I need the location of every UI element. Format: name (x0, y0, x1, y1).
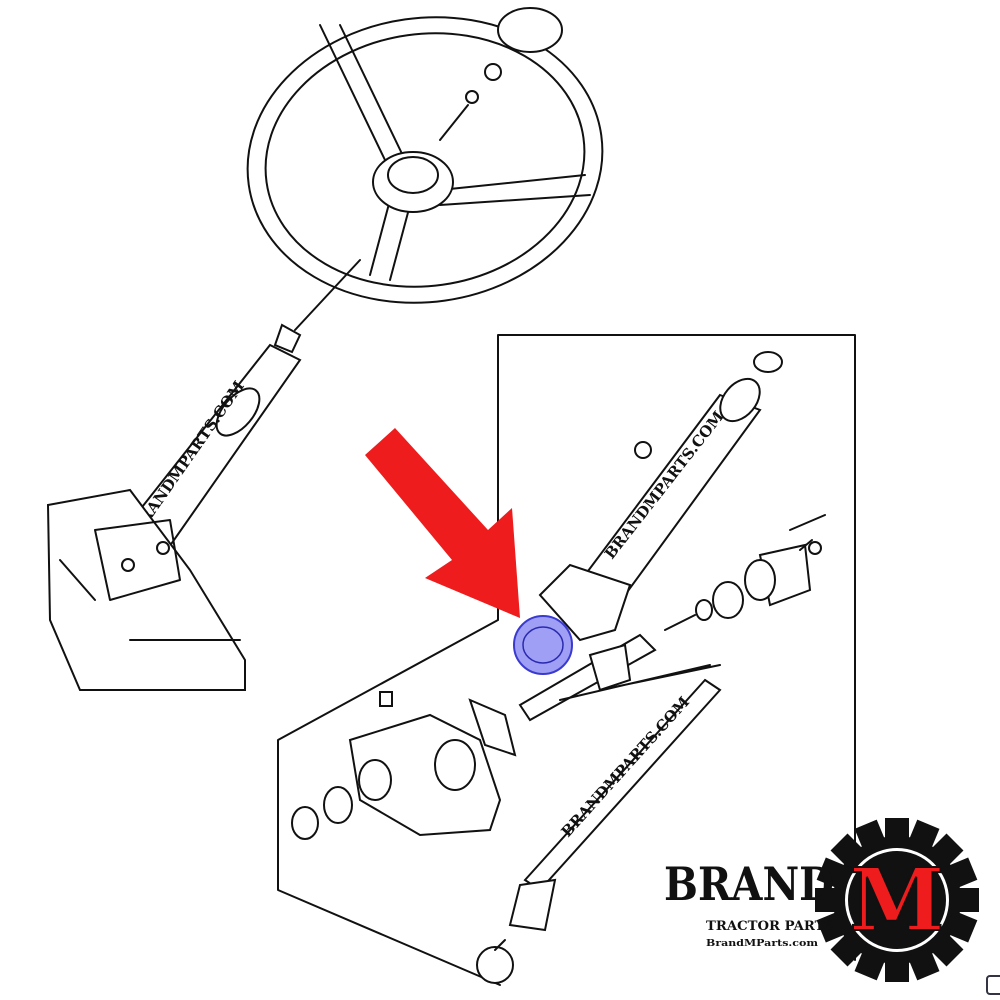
logo-subtitle: TRACTOR PARTS (706, 919, 834, 934)
installed-column: BRANDMPARTS.COM (46, 323, 302, 691)
logo-brand: BRAND (664, 857, 834, 911)
lower-gearbox: BRANDMPARTS.COM (291, 678, 722, 984)
watermark-text: BRANDMPARTS.COM (558, 693, 693, 841)
gear-icon (815, 818, 979, 982)
washer (465, 90, 479, 104)
red-arrow-pointer (365, 428, 520, 618)
brandm-logo: M BRAND TRACTOR PARTS BrandMParts.com (664, 818, 979, 982)
exploded-view-frame (277, 334, 856, 986)
steering-wheel (246, 7, 604, 331)
exploded-column: BRANDMPARTS.COM (518, 351, 826, 722)
logo-letter-m: M (849, 850, 944, 951)
horn-cap (497, 7, 563, 53)
highlighted-seal-ring (513, 615, 573, 675)
logo-site: BrandMParts.com (706, 939, 819, 949)
nut (484, 63, 502, 81)
corner-badge-icon (986, 975, 1000, 995)
